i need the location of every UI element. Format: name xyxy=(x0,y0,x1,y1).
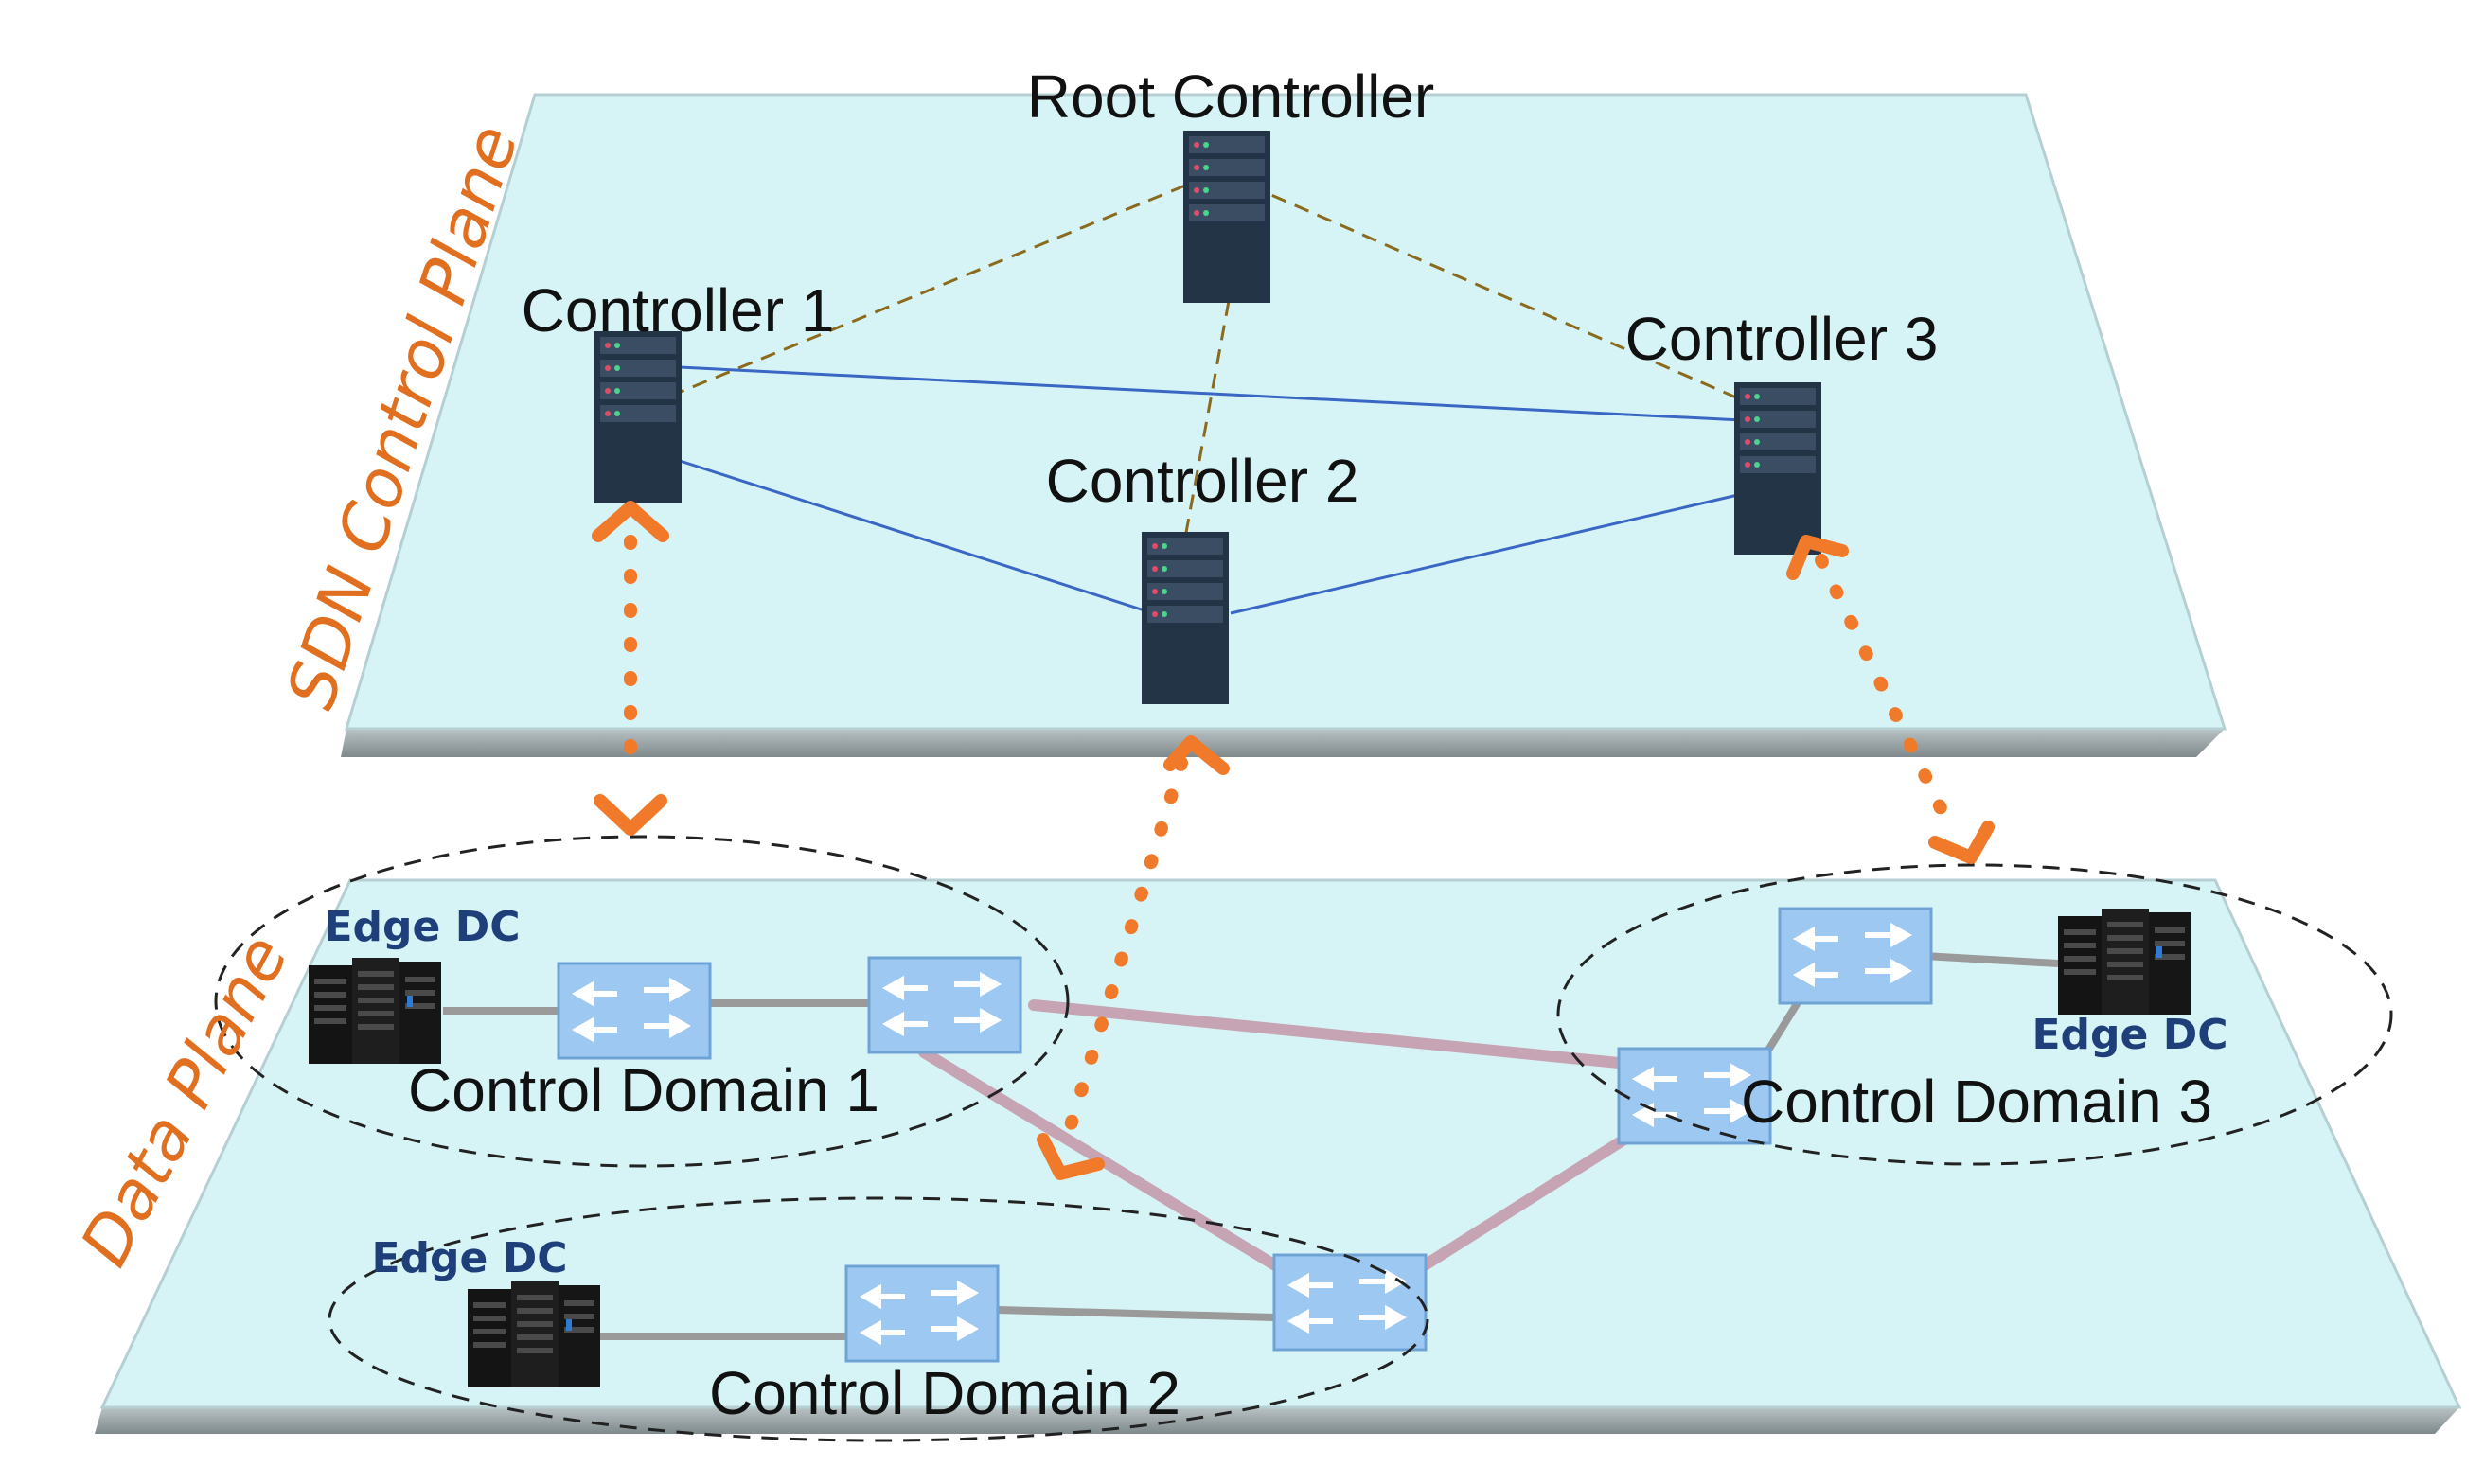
edge-dc-d1-label: Edge DC xyxy=(324,903,520,951)
switch-d1-b xyxy=(869,958,1020,1052)
edge-dc-d2-label: Edge DC xyxy=(371,1234,567,1282)
access-links xyxy=(443,952,2059,1340)
edge-dc-d3-rack xyxy=(2058,909,2191,1015)
root-links xyxy=(675,184,1781,539)
controller-1-server xyxy=(594,331,682,504)
controller-2-label: Controller 2 xyxy=(1046,447,1359,515)
switch-d2-a xyxy=(846,1266,998,1361)
c3-domain-arrow xyxy=(1815,554,1951,822)
switch-d1-a xyxy=(559,963,710,1058)
d2-to-d3-link xyxy=(1414,1130,1636,1274)
root-controller-server xyxy=(1183,131,1270,303)
edge-dc-d2-rack xyxy=(468,1281,600,1387)
switch-d3-b xyxy=(1780,909,1931,1003)
domain-2-label: Control Domain 2 xyxy=(709,1359,1180,1427)
controller-3-label: Controller 3 xyxy=(1625,305,1939,373)
domain-3-boundary xyxy=(1556,863,2393,1166)
control-plane xyxy=(341,93,2227,757)
switch-d2-b xyxy=(1274,1255,1426,1350)
domain-1-boundary xyxy=(214,835,1070,1168)
c1-to-c2-link xyxy=(641,447,1154,615)
c2-domain-arrow xyxy=(1057,756,1188,1154)
domain-boundaries xyxy=(214,835,2393,1442)
root-to-c1-link xyxy=(675,184,1186,396)
domain-2-boundary xyxy=(328,1196,1429,1442)
domain-1-label: Control Domain 1 xyxy=(408,1056,879,1124)
c2-to-c3-link xyxy=(1230,492,1743,615)
d1-to-d3-link xyxy=(1028,999,1634,1069)
controller-1-label: Controller 1 xyxy=(522,276,835,344)
root-to-c2-link xyxy=(1183,300,1231,539)
mapping-arrows xyxy=(592,501,1995,1180)
controller-mesh-links xyxy=(641,365,1743,615)
edge-dc-d3-label: Edge DC xyxy=(2032,1011,2227,1059)
controller-2-server xyxy=(1142,532,1229,704)
c1-to-c3-link xyxy=(679,365,1743,422)
edge-dc-d1-rack xyxy=(309,958,441,1064)
domain-3-label: Control Domain 3 xyxy=(1741,1068,2212,1136)
controller-3-server xyxy=(1734,382,1821,555)
root-controller-label: Root Controller xyxy=(1027,62,1434,131)
root-to-c3-link xyxy=(1249,184,1781,418)
